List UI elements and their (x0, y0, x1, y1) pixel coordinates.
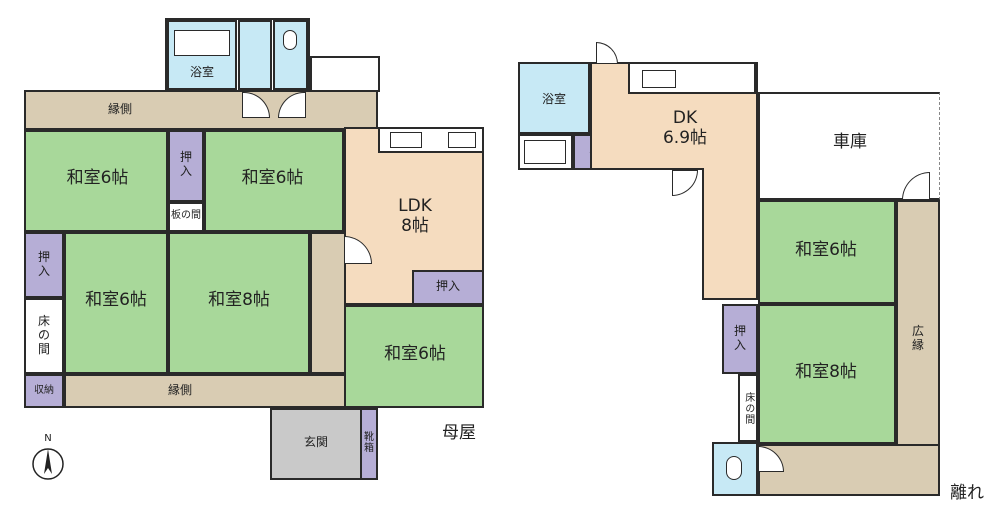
annex-washitsu-8-label: 和室8帖 (795, 362, 857, 383)
sink-block (310, 56, 380, 92)
annex-oshiire (722, 304, 758, 374)
annex-tokonoma (738, 374, 758, 442)
main-oshiire-2-label: 押 入 (37, 250, 50, 278)
main-oshiire-2 (24, 232, 64, 298)
annex-washitsu-6 (758, 200, 896, 304)
door-icon (672, 170, 698, 196)
main-shuno-label: 収納 (34, 385, 54, 397)
main-washitsu-top-left (24, 130, 168, 232)
annex-washitsu-8 (758, 304, 896, 444)
stove-icon (448, 132, 476, 148)
annex-washitsu-6-label: 和室6帖 (795, 240, 857, 261)
annex-hiroen (896, 200, 940, 448)
annex-garage-label: 車庫 (833, 132, 867, 153)
toilet-icon (726, 456, 742, 480)
main-engawa-bottom-label: 縁側 (167, 383, 192, 398)
main-washitsu-8-label: 和室8帖 (208, 290, 270, 311)
annex-title: 離れ (950, 483, 984, 503)
main-ldk-label: LDK 8帖 (398, 196, 432, 236)
main-kutsubako-label: 靴 箱 (364, 431, 374, 455)
annex-engawa-bottom (758, 444, 940, 496)
main-washitsu-top-middle (204, 130, 344, 232)
main-washitsu-right-label: 和室6帖 (384, 344, 446, 365)
main-oshiire-1 (168, 130, 204, 202)
main-washitsu-top-middle-label: 和室6帖 (241, 168, 304, 189)
annex-hiroen-label: 広 縁 (911, 324, 924, 352)
main-washitsu-right (344, 305, 484, 408)
main-tokonoma (24, 298, 64, 374)
sink-icon (390, 132, 422, 148)
main-engawa-top (24, 90, 378, 130)
bathtub-icon (174, 30, 230, 56)
washer-icon (524, 140, 566, 164)
main-washitsu-middle-left-label: 和室6帖 (85, 290, 147, 311)
sink-icon (642, 70, 676, 88)
toilet-icon (283, 30, 297, 50)
annex-dk-label: DK 6.9帖 (662, 108, 708, 148)
main-itanoma-label: 板の間 (171, 210, 201, 222)
main-bathroom-label: 浴室 (189, 65, 214, 80)
main-kutsubako (360, 408, 378, 480)
main-genkan-label: 玄関 (303, 435, 328, 450)
annex-dk-corridor (702, 168, 758, 300)
main-oshiire-1-label: 押 入 (179, 150, 192, 178)
main-genkan (270, 408, 362, 480)
annex-tokonoma-label: 床の間 (742, 391, 754, 425)
main-engawa-bottom (64, 374, 346, 408)
annex-oshiire-label: 押 入 (733, 324, 746, 352)
main-oshiire-3 (412, 270, 484, 305)
main-tokonoma-label: 床 の 間 (37, 314, 50, 356)
main-house-title: 母屋 (442, 423, 476, 443)
annex-bathroom (518, 62, 590, 134)
door-icon (596, 42, 618, 64)
main-engawa-top-label: 縁側 (107, 102, 132, 117)
main-washroom (238, 20, 272, 90)
main-washitsu-8 (168, 232, 310, 374)
main-oshiire-3-label: 押入 (435, 279, 460, 294)
main-engawa-side (310, 232, 346, 374)
main-washitsu-top-left-label: 和室6帖 (66, 168, 129, 189)
main-itanoma (168, 202, 204, 232)
compass-icon (32, 448, 64, 480)
main-washitsu-middle-left (64, 232, 168, 374)
compass-label: N (44, 433, 52, 445)
annex-bathroom-label: 浴室 (541, 92, 566, 107)
main-shuno (24, 374, 64, 408)
